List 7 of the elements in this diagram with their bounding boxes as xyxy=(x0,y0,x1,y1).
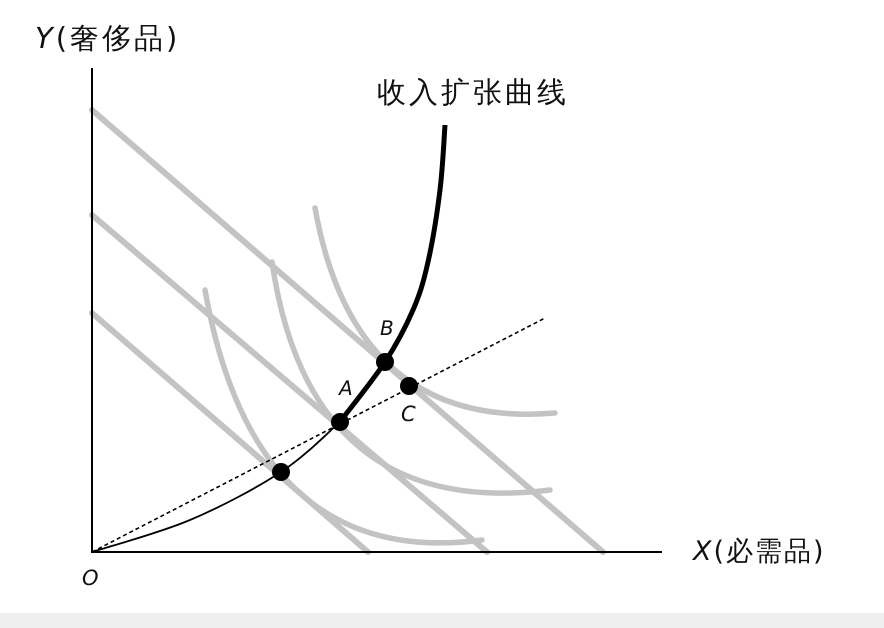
point-label: A xyxy=(339,378,353,398)
point-label: C xyxy=(401,404,416,425)
origin-label: O xyxy=(82,568,99,589)
point-label: B xyxy=(380,318,394,338)
axis-label: X(必需品) xyxy=(693,538,826,565)
curve-label: 收入扩张曲线 xyxy=(377,78,569,107)
axis-label: Y(奢侈品) xyxy=(35,24,180,53)
